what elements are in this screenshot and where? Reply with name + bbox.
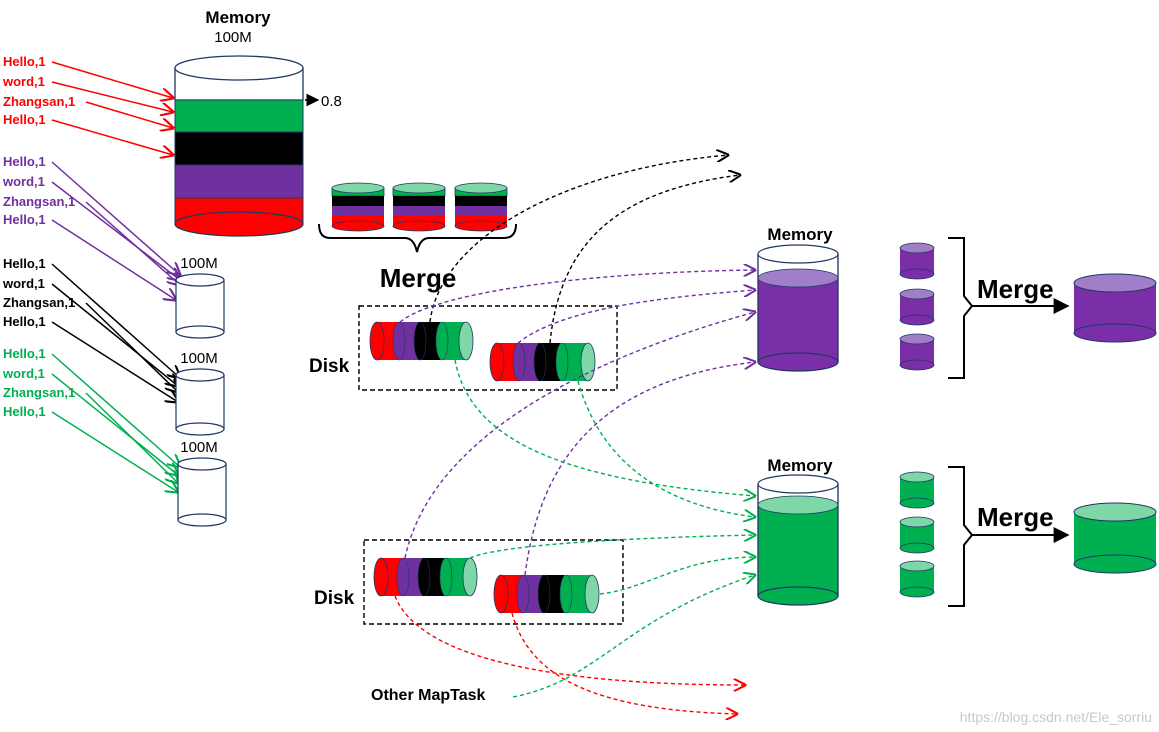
reduce-spill-file [899, 288, 935, 326]
reduce-memory-green: Memory [757, 456, 839, 606]
input-record: Hello,1 [3, 112, 46, 127]
map-output-file [493, 574, 600, 614]
merged-file-purple [1073, 273, 1157, 343]
input-record: Hello,1 [3, 54, 46, 69]
reduce-spill-file [899, 516, 935, 554]
spill-threshold-label: 0.8 [321, 93, 342, 110]
partition-buffer-size: 100M [180, 255, 218, 272]
reduce-spills-green: Merge [899, 466, 1157, 607]
map-output-file [373, 557, 478, 597]
spill-file [392, 182, 446, 232]
partition-buffer-3: 100M [177, 439, 227, 527]
reduce-spills-purple: Merge [899, 237, 1157, 379]
memory-buffer-size: 100M [214, 29, 252, 46]
partition-buffer-size: 100M [180, 439, 218, 456]
input-arrows-black [51, 263, 180, 402]
input-record: Zhangsan,1 [3, 94, 75, 109]
spill-files: Merge [318, 182, 517, 293]
merged-file-green [1073, 502, 1157, 574]
input-record: Zhangsan,1 [3, 194, 75, 209]
partition-buffer-size: 100M [180, 350, 218, 367]
memory-buffer-title: Memory [205, 8, 271, 27]
input-record: word,1 [2, 74, 45, 89]
partition-buffer-2: 100M [175, 350, 225, 436]
input-record: word,1 [2, 174, 45, 189]
transfer-arrows-red [394, 595, 745, 714]
reduce-spill-file [899, 333, 935, 371]
disk-group-2: Disk [314, 539, 624, 625]
merge-brace [318, 223, 517, 253]
input-record: Zhangsan,1 [3, 385, 75, 400]
reduce-spill-file [899, 471, 935, 509]
input-record: Zhangsan,1 [3, 295, 75, 310]
input-record: Hello,1 [3, 212, 46, 227]
watermark-text: https://blog.csdn.net/Ele_sorriu [960, 709, 1152, 725]
memory-buffer: Memory 100M 0.8 [174, 8, 342, 237]
reduce-memory-title: Memory [767, 225, 833, 244]
reduce-spill-file [899, 560, 935, 598]
spill-file [331, 182, 385, 232]
transfer-arrows-purple [399, 270, 755, 576]
reduce-memory-title: Memory [767, 456, 833, 475]
input-records-red: Hello,1 word,1 Zhangsan,1 Hello,1 [2, 54, 75, 127]
disk-label: Disk [314, 588, 355, 609]
reduce-memory-purple: Memory [757, 225, 839, 372]
input-record: Hello,1 [3, 154, 46, 169]
spill-file [454, 182, 508, 232]
input-records-black: Hello,1 word,1 Zhangsan,1 Hello,1 [2, 256, 75, 329]
other-maptask-label: Other MapTask [371, 687, 486, 704]
transfer-arrows-black [429, 155, 740, 344]
input-arrows-green [51, 353, 180, 492]
merge-brace [948, 466, 974, 607]
transfer-arrows-green [454, 359, 755, 698]
input-record: Hello,1 [3, 346, 46, 361]
input-record: Hello,1 [3, 314, 46, 329]
merge-brace [948, 237, 974, 379]
input-arrows-purple [51, 161, 180, 300]
map-output-file [369, 321, 474, 361]
merge-label: Merge [380, 263, 457, 293]
disk-group-1: Disk [309, 305, 618, 391]
input-record: Hello,1 [3, 404, 46, 419]
input-arrows-red [51, 61, 173, 155]
merge-label: Merge [977, 274, 1054, 304]
map-output-file [489, 342, 596, 382]
input-records-purple: Hello,1 word,1 Zhangsan,1 Hello,1 [2, 154, 75, 227]
partition-buffer-1: 100M [175, 255, 225, 339]
input-record: word,1 [2, 276, 45, 291]
input-record: Hello,1 [3, 256, 46, 271]
reduce-spill-file [899, 242, 935, 280]
input-record: word,1 [2, 366, 45, 381]
merge-label: Merge [977, 502, 1054, 532]
input-records-green: Hello,1 word,1 Zhangsan,1 Hello,1 [2, 346, 75, 419]
disk-label: Disk [309, 356, 350, 377]
